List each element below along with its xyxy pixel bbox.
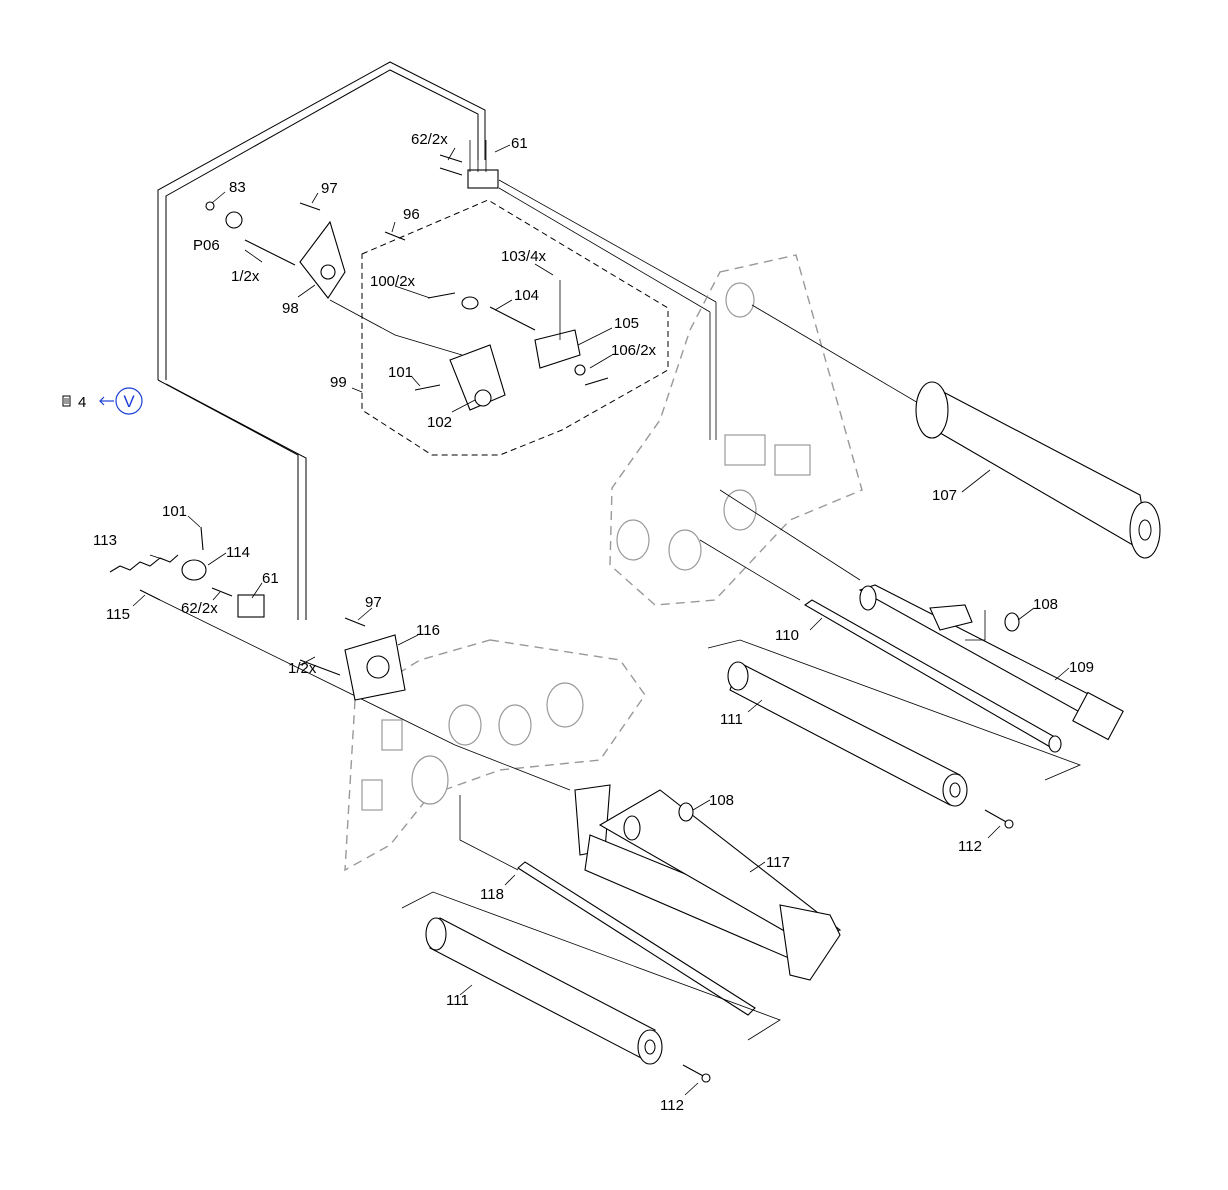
callout-1-2x-low: 1/2x bbox=[288, 660, 317, 677]
callout-116: 116 bbox=[416, 622, 440, 639]
callout-109: 109 bbox=[1069, 659, 1094, 676]
upper-side-plate-phantom bbox=[609, 254, 863, 606]
roller-107 bbox=[751, 304, 1161, 559]
callout-101-low: 101 bbox=[162, 503, 187, 520]
callout-100-2x: 100/2x bbox=[370, 273, 416, 290]
callout-102: 102 bbox=[427, 414, 452, 431]
left-arrow-icon bbox=[99, 396, 114, 406]
shaft-109 bbox=[719, 489, 1124, 741]
callout-114: 114 bbox=[226, 544, 250, 561]
subassembly-99-boundary bbox=[361, 199, 669, 456]
callout-110: 110 bbox=[775, 627, 799, 644]
washers-108 bbox=[678, 612, 1020, 822]
callout-101-top: 101 bbox=[388, 364, 413, 381]
callout-108-low: 108 bbox=[709, 792, 734, 809]
callout-117: 117 bbox=[766, 854, 790, 871]
callout-83: 83 bbox=[229, 179, 246, 196]
roller-111-upper bbox=[707, 639, 1082, 807]
callout-97-low: 97 bbox=[365, 594, 382, 611]
view-reference-label: V bbox=[123, 392, 135, 411]
callout-p06: P06 bbox=[193, 237, 220, 254]
callout-97-top: 97 bbox=[321, 180, 338, 197]
callout-99: 99 bbox=[330, 374, 347, 391]
callout-112-low: 112 bbox=[660, 1097, 684, 1114]
callout-1-2x-top: 1/2x bbox=[231, 268, 260, 285]
callout-113: 113 bbox=[93, 532, 117, 549]
page-reference: 4 bbox=[78, 394, 86, 411]
cross-reference[interactable]: 4 V bbox=[62, 387, 143, 415]
assembly-frame bbox=[157, 61, 717, 620]
callout-106-2x: 106/2x bbox=[611, 342, 657, 359]
callout-98: 98 bbox=[282, 300, 299, 317]
shaft-118 bbox=[459, 795, 756, 1016]
callout-108-top: 108 bbox=[1033, 596, 1058, 613]
callout-115: 115 bbox=[106, 606, 130, 623]
callout-62-2x-low: 62/2x bbox=[181, 600, 218, 617]
document-icon bbox=[62, 395, 71, 407]
callout-118: 118 bbox=[480, 886, 504, 903]
shaft-110 bbox=[699, 539, 1062, 753]
callout-61-top: 61 bbox=[511, 135, 528, 152]
callout-112-top: 112 bbox=[958, 838, 982, 855]
callout-96: 96 bbox=[403, 206, 420, 223]
screw-112-upper bbox=[984, 809, 1014, 829]
top-hardware bbox=[205, 140, 499, 299]
callout-111-top: 111 bbox=[720, 711, 743, 728]
frame-117 bbox=[454, 744, 842, 981]
callout-105: 105 bbox=[614, 315, 639, 332]
leader-lines bbox=[132, 144, 1070, 1096]
callout-104: 104 bbox=[514, 287, 539, 304]
callout-107: 107 bbox=[932, 487, 957, 504]
callout-61-low: 61 bbox=[262, 570, 279, 587]
screw-112-lower bbox=[682, 1064, 711, 1083]
callout-62-2x-top: 62/2x bbox=[411, 131, 448, 148]
roller-111-lower bbox=[401, 891, 781, 1065]
view-reference-circle[interactable] bbox=[115, 387, 143, 415]
subassembly-99-parts bbox=[329, 280, 609, 411]
lower-hardware bbox=[109, 526, 456, 746]
callout-labels: 62/2x 61 83 97 96 P06 1/2x 98 103/4x 100… bbox=[93, 131, 1094, 1114]
callout-103-4x: 103/4x bbox=[501, 248, 547, 265]
callout-111-low: 111 bbox=[446, 992, 469, 1009]
